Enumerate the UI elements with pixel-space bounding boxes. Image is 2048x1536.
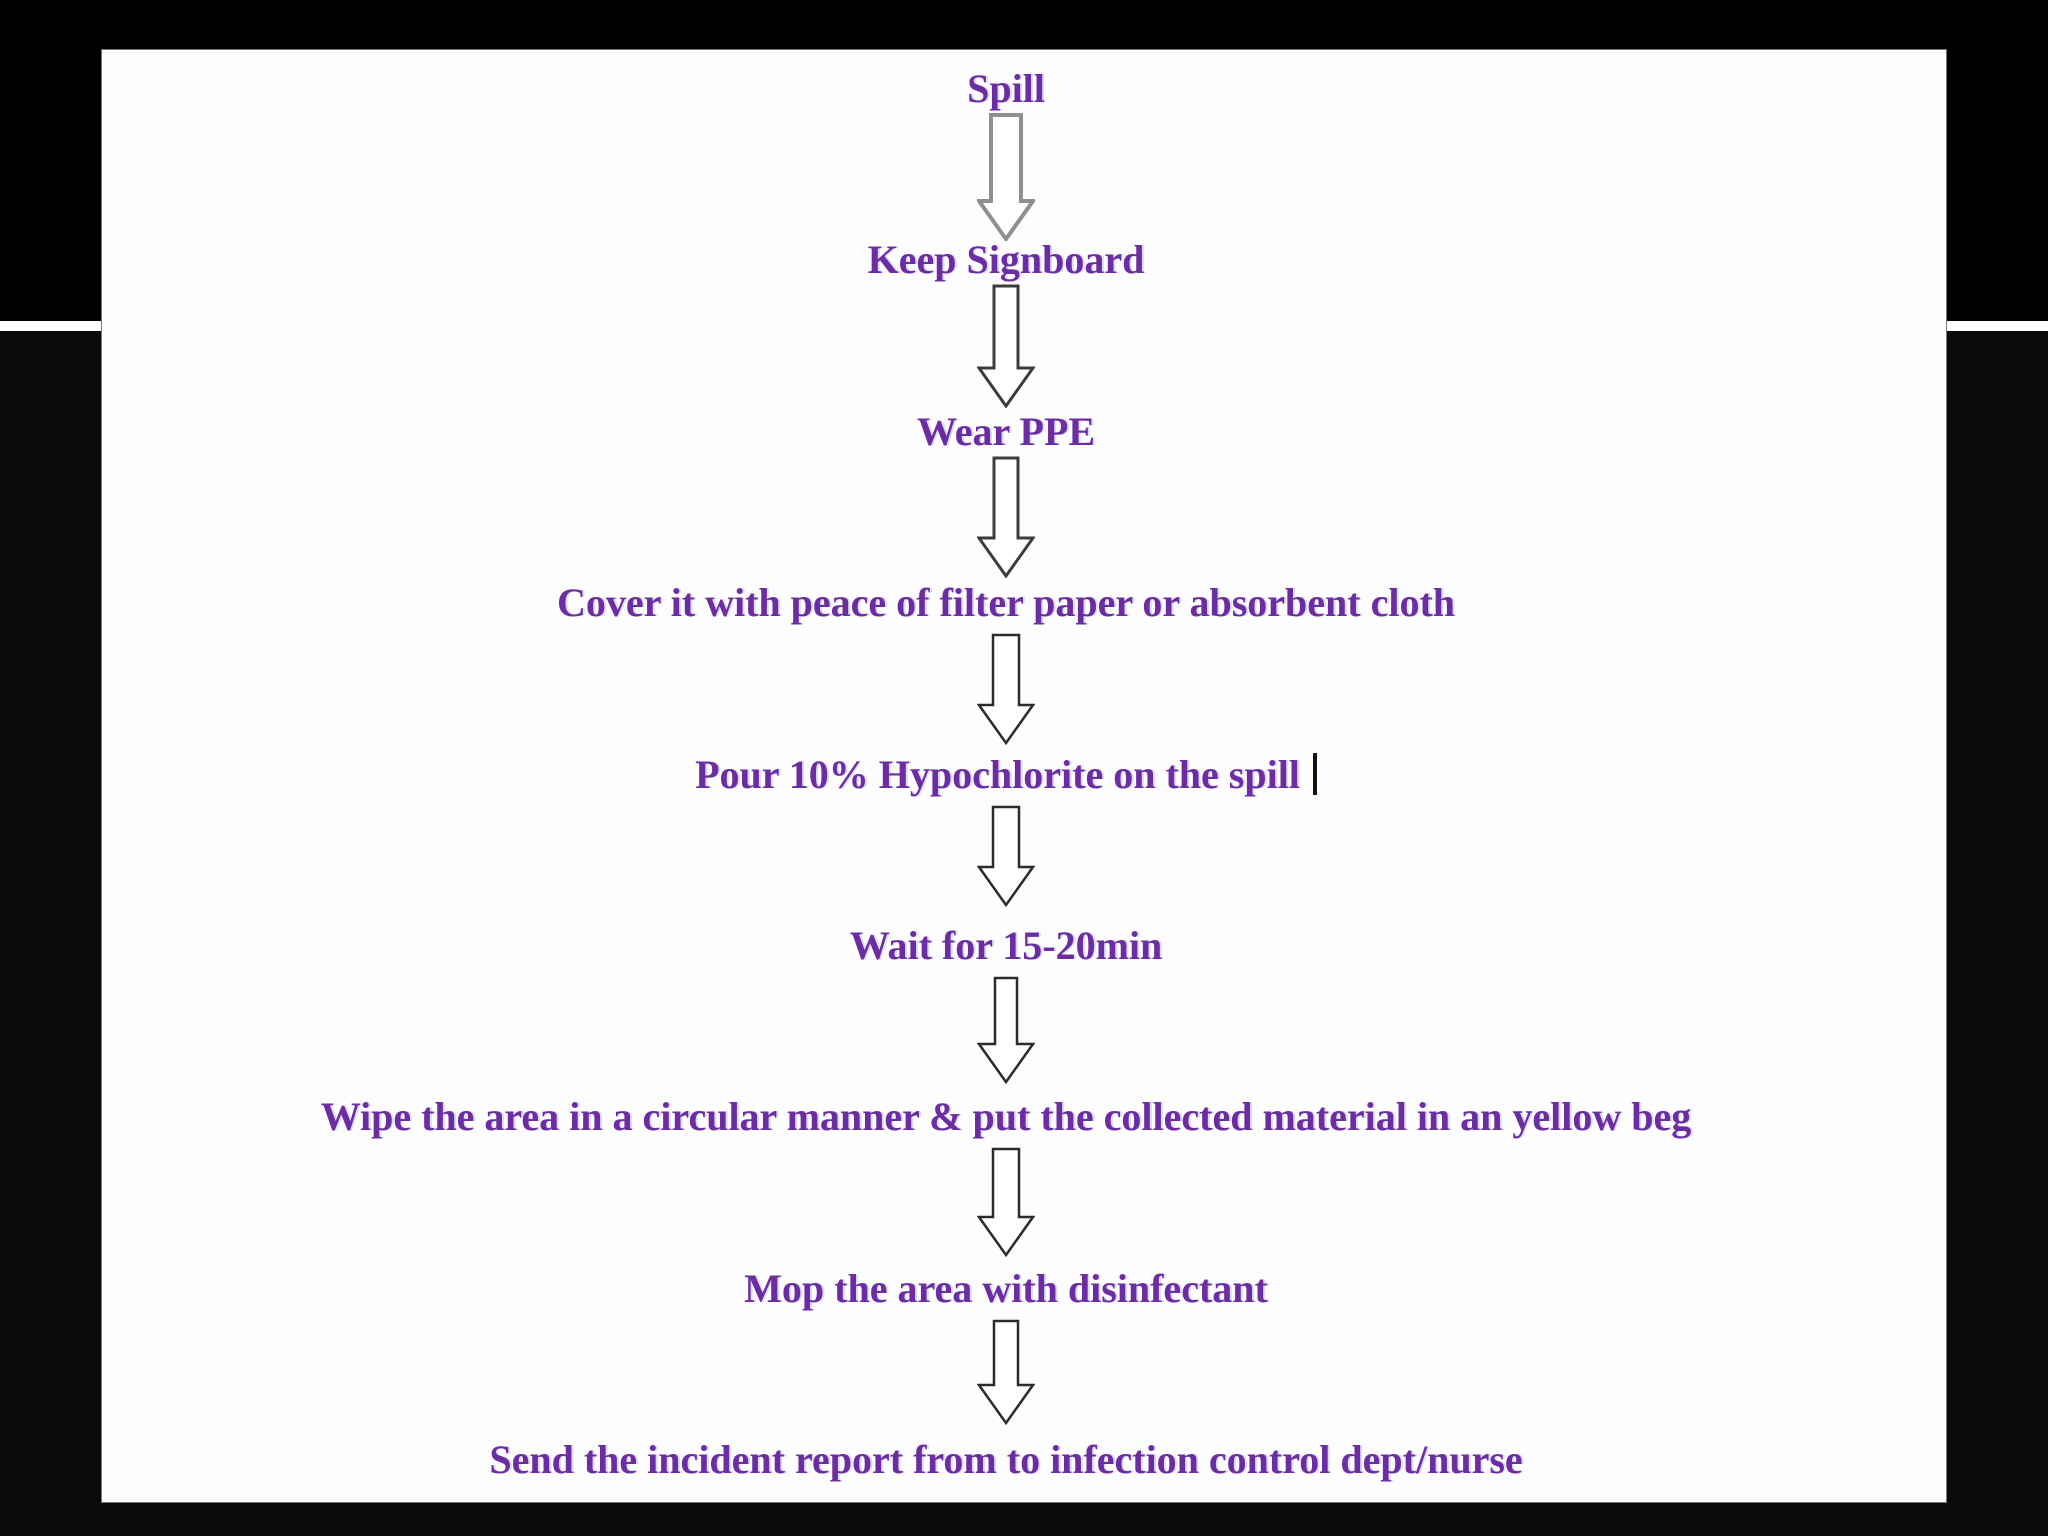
step-label-text: Pour 10% Hypochlorite on the spill: [695, 751, 1300, 797]
flowchart: Spill Keep Signboard Wear PPE Cover it w…: [102, 50, 1910, 1502]
down-arrow-icon: [977, 113, 1035, 241]
slide-canvas: Spill Keep Signboard Wear PPE Cover it w…: [102, 50, 1946, 1502]
step-label: Spill: [102, 65, 1910, 113]
down-arrow-icon: [977, 976, 1035, 1084]
step-label-text: Cover it with peace of filter paper or a…: [556, 580, 1456, 626]
step-label-text: Wear PPE: [916, 408, 1096, 454]
step-label-text: Send the incident report from to infecti…: [489, 1437, 1523, 1483]
step-label: Mop the area with disinfectant: [102, 1265, 1910, 1313]
step-label: Send the incident report from to infecti…: [102, 1436, 1910, 1484]
step-label: Pour 10% Hypochlorite on the spill: [102, 751, 1910, 799]
step-label-text: Mop the area with disinfectant: [744, 1265, 1268, 1311]
down-arrow-icon: [977, 1147, 1035, 1258]
step-label: Wipe the area in a circular manner & put…: [102, 1093, 1910, 1141]
down-arrow-icon: [977, 1319, 1035, 1425]
step-label-text: Spill: [967, 66, 1045, 111]
down-arrow-icon: [977, 805, 1035, 907]
text-cursor: [1312, 752, 1317, 795]
step-label-text: Keep Signboard: [867, 237, 1145, 283]
step-label-text: Wipe the area in a circular manner & put…: [320, 1094, 1692, 1140]
down-arrow-icon: [977, 456, 1035, 578]
step-label-text: Wait for 15-20min: [849, 923, 1163, 968]
down-arrow-icon: [977, 633, 1035, 746]
step-label: Cover it with peace of filter paper or a…: [102, 579, 1910, 627]
step-label: Keep Signboard: [102, 236, 1910, 284]
down-arrow-icon: [977, 284, 1035, 409]
step-label: Wait for 15-20min: [102, 922, 1910, 970]
step-label: Wear PPE: [102, 408, 1910, 456]
